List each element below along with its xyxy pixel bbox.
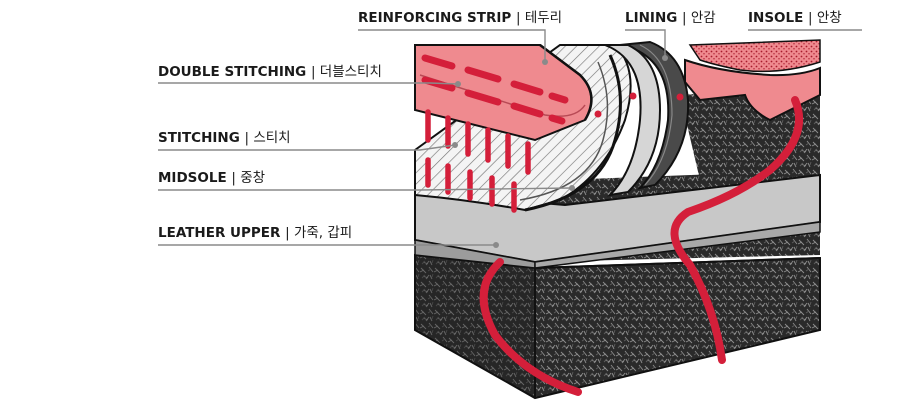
vertical-stitching [425,109,531,213]
label-lining: LINING | 안감 [625,10,716,26]
double-stitching [421,54,569,125]
label-leather-upper: LEATHER UPPER | 가죽, 갑피 [158,225,352,241]
stitching-holes [594,92,684,118]
label-reinforcing-strip: REINFORCING STRIP | 테두리 [358,10,562,26]
label-double-stitching: DOUBLE STITCHING | 더블스티치 [158,64,382,80]
label-midsole: MIDSOLE | 중창 [158,170,265,186]
reinforcing-strip [414,44,593,142]
leader-dots [452,55,668,248]
lining-layer [604,40,690,197]
label-stitching: STITCHING | 스티치 [158,130,291,146]
label-insole: INSOLE | 안창 [748,10,842,26]
insole-layer [684,39,821,122]
leader-lines [158,29,862,246]
sole-thread [479,96,804,396]
